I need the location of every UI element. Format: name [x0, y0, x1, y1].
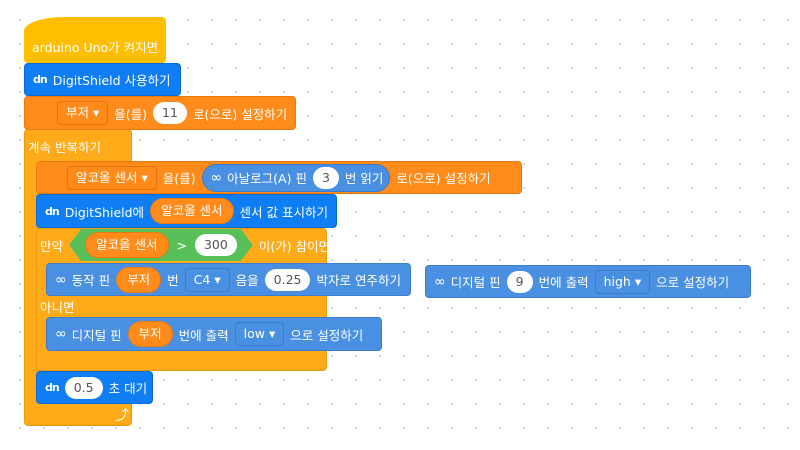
note-dropdown[interactable]: C4 ▾	[184, 267, 230, 292]
pin-reporter[interactable]: 부저	[116, 266, 162, 293]
forever-label: 계속 반복하기	[28, 140, 101, 155]
digital-write-high-block[interactable]: ∞ 디지털 핀 9 번에 출력 high ▾ 으로 설정하기	[425, 265, 751, 298]
use-shield-label: DigitShield 사용하기	[52, 73, 171, 88]
dropdown-value: C4	[193, 271, 211, 287]
pin-input[interactable]: 3	[312, 166, 339, 189]
object-label: 을(를)	[114, 106, 148, 122]
dropdown-value: high	[603, 273, 631, 289]
arduino-icon: ∞	[55, 271, 67, 288]
digital-mid: 번에 출력	[178, 327, 229, 343]
arduino-icon: ∞	[55, 326, 67, 342]
use-digitshield-block[interactable]: dn DigitShield 사용하기	[24, 63, 181, 96]
sensor-variable-reporter[interactable]: 알코올 센서	[85, 232, 168, 258]
wait-suffix: 초 대기	[108, 381, 148, 396]
digital-prefix: 디지털 핀	[71, 327, 122, 343]
reporter-label: 아날로그(A) 핀	[227, 171, 307, 186]
pin-suffix: 번	[167, 273, 179, 288]
display-suffix: 센서 값 표시하기	[239, 204, 328, 220]
pin-reporter[interactable]: 부저	[127, 321, 173, 347]
beats-input[interactable]: 0.25	[264, 268, 311, 291]
digital-prefix: 디지털 핀	[450, 275, 501, 290]
dropdown-value: low	[243, 326, 266, 341]
set-sensor-variable-block[interactable]: 알코올 센서 ▾ 을(를) ∞ 아날로그(A) 핀 3 번 읽기 로(으로) 설…	[36, 161, 522, 194]
value-input[interactable]: 11	[153, 102, 187, 124]
reporter-suffix: 번 읽기	[344, 171, 384, 186]
greater-than-condition[interactable]: 알코올 센서 > 300	[69, 229, 253, 261]
play-prefix: 동작 핀	[71, 273, 111, 288]
digital-write-low-block[interactable]: ∞ 디지털 핀 부저 번에 출력 low ▾ 으로 설정하기	[46, 317, 382, 351]
suffix-label: 로(으로) 설정하기	[396, 171, 491, 186]
threshold-input[interactable]: 300	[195, 234, 237, 256]
play-suffix: 박자로 연주하기	[316, 273, 401, 288]
analog-read-reporter[interactable]: ∞ 아날로그(A) 핀 3 번 읽기	[201, 163, 391, 192]
then-label: 이(가) 참이면	[258, 238, 331, 254]
digitshield-icon: dn	[33, 73, 48, 86]
if-label: 만약	[40, 238, 64, 254]
digitshield-icon: dn	[45, 381, 60, 394]
variable-dropdown[interactable]: 알코올 센서 ▾	[67, 165, 157, 190]
arduino-icon: ∞	[434, 273, 446, 290]
digital-mid: 번에 출력	[538, 275, 589, 290]
arduino-icon: ∞	[210, 169, 223, 186]
operator: >	[176, 237, 187, 253]
digital-suffix: 으로 설정하기	[656, 275, 730, 290]
else-label: 아니면	[40, 300, 75, 315]
when-arduino-starts-block[interactable]: arduino Uno가 켜지면	[24, 17, 166, 63]
sensor-variable-reporter[interactable]: 알코올 센서	[150, 198, 234, 224]
suffix-label: 로(으로) 설정하기	[192, 106, 288, 122]
dropdown-value: 알코올 센서	[76, 169, 138, 185]
pin-input[interactable]: 9	[506, 270, 533, 293]
note-suffix: 음을	[235, 273, 259, 288]
set-buzzer-pin-block[interactable]: 부저 ▾ 을(를) 11 로(으로) 설정하기	[24, 96, 296, 130]
wait-block[interactable]: dn 0.5 초 대기	[36, 371, 153, 404]
play-note-block[interactable]: ∞ 동작 핀 부저 번 C4 ▾ 음을 0.25 박자로 연주하기	[46, 263, 411, 296]
digital-suffix: 으로 설정하기	[290, 327, 364, 343]
loop-arrow-icon: ⤴	[115, 408, 129, 424]
level-dropdown[interactable]: high ▾	[594, 269, 651, 294]
level-dropdown[interactable]: low ▾	[234, 322, 285, 346]
digitshield-icon: dn	[45, 204, 60, 218]
if-header: 만약 알코올 센서 > 300 이(가) 참이면	[36, 228, 338, 262]
object-label: 을(를)	[162, 171, 196, 186]
dropdown-value: 부저	[66, 105, 90, 120]
variable-dropdown[interactable]: 부저 ▾	[57, 101, 109, 125]
digitshield-display-block[interactable]: dn DigitShield에 알코올 센서 센서 값 표시하기	[36, 194, 337, 228]
seconds-input[interactable]: 0.5	[64, 376, 103, 399]
display-prefix: DigitShield에	[64, 204, 145, 220]
hat-label: arduino Uno가 켜지면	[32, 39, 159, 55]
